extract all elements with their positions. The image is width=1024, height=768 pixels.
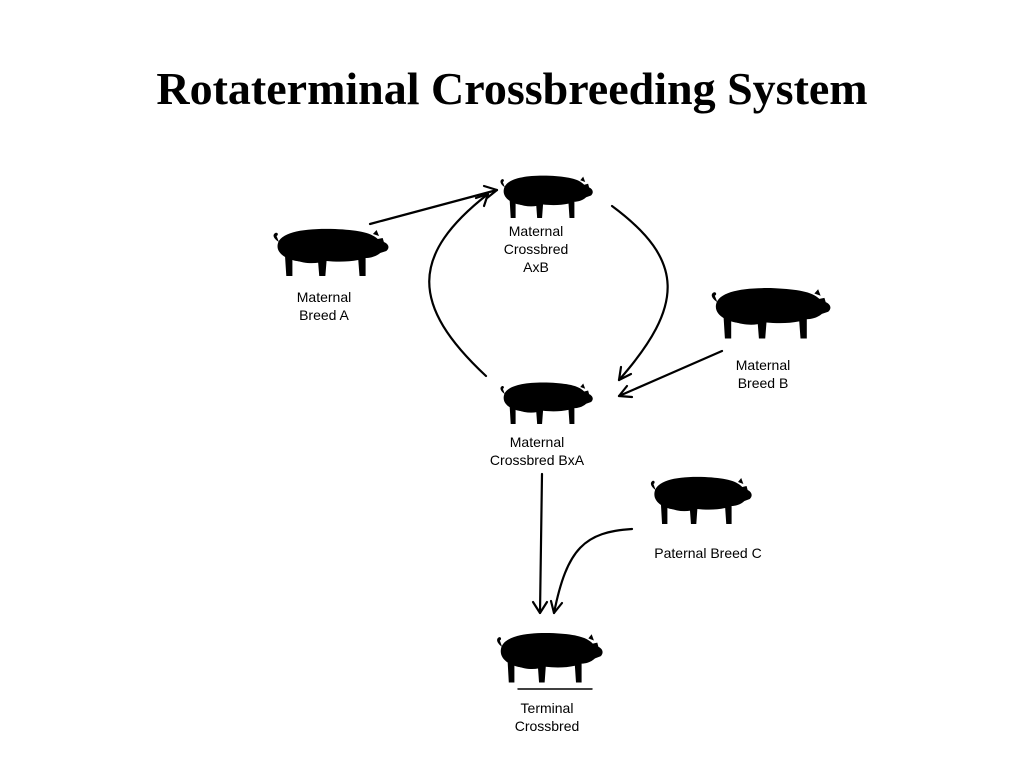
- pig-icon-paternal-breed-c: [650, 476, 752, 524]
- pig-icon-maternal-crossbred-bxa: [500, 382, 593, 424]
- node-label-maternal-breed-a: Maternal Breed A: [296, 289, 352, 323]
- arrow-bxa-to-terminal: [531, 472, 549, 615]
- node-label-maternal-crossbred-bxa: Maternal Crossbred BxA: [489, 434, 585, 468]
- arrow-breed-a-to-axb: [368, 184, 499, 226]
- pig-icon-maternal-crossbred-axb: [500, 175, 593, 218]
- pig-icon-terminal-crossbred: [497, 632, 603, 683]
- node-label-maternal-crossbred-axb: Maternal Crossbred AxB: [503, 223, 569, 275]
- arrow-breed-b-to-bxa: [617, 349, 724, 399]
- arrow-breed-c-to-terminal: [549, 527, 634, 615]
- pig-icon-maternal-breed-b: [711, 288, 831, 339]
- node-label-terminal-crossbred: Terminal Crossbred: [514, 700, 580, 734]
- slide-title: Rotaterminal Crossbreeding System: [156, 63, 868, 114]
- node-label-paternal-breed-c: Paternal Breed C: [654, 545, 762, 561]
- node-label-maternal-breed-b: Maternal Breed B: [735, 357, 791, 391]
- arrow-axb-to-bxa: [610, 204, 669, 382]
- arrow-bxa-to-axb: [428, 192, 490, 378]
- pig-icon-maternal-breed-a: [273, 228, 389, 276]
